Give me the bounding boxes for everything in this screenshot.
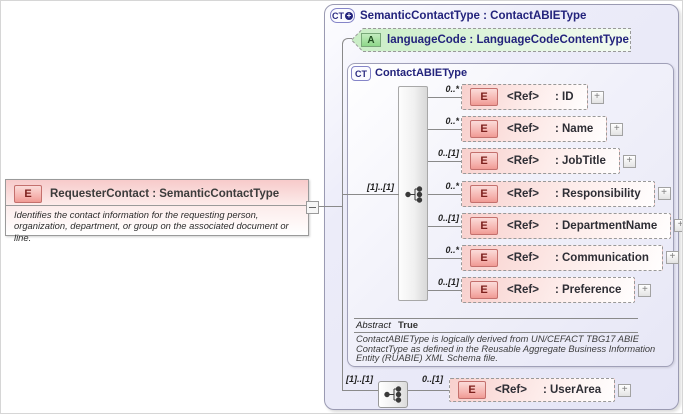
element-ref-box[interactable]: E <Ref> : Name — [461, 116, 608, 143]
element-name: : Name — [554, 123, 594, 136]
ref-text: <Ref> — [507, 91, 539, 103]
root-element-title: RequesterContact : SemanticContactType — [50, 188, 280, 200]
expand-button[interactable]: + — [618, 383, 632, 397]
sequence-compartment[interactable] — [398, 86, 428, 301]
plus-dot-icon: + — [345, 10, 353, 20]
sequence-cardinality-label: [1]..[1] — [367, 182, 394, 192]
ref-text: <Ref> — [507, 155, 539, 168]
panel-title: SemanticContactType : ContactABIEType — [360, 10, 587, 22]
cardinality-label: 0..[1] — [437, 148, 459, 159]
connector-root-to-panel — [318, 206, 343, 207]
divider — [354, 332, 638, 333]
element-row: 0..* E <Ref> : ID + — [428, 84, 682, 110]
element-row: 0..* E <Ref> : Communication + — [428, 244, 682, 271]
element-ref-box-user-area[interactable]: E <Ref> : UserArea — [449, 378, 616, 402]
element-name: : UserArea — [542, 384, 602, 396]
abstract-label: Abstract — [356, 320, 391, 331]
derivation-note: ContactABIEType is logically derived fro… — [356, 334, 656, 364]
expand-button[interactable]: + — [657, 187, 671, 201]
user-area-row: E <Ref> : UserArea + — [449, 378, 632, 402]
ref-text: <Ref> — [507, 123, 539, 136]
ref-text: <Ref> — [507, 251, 539, 264]
element-rows: 0..* E <Ref> : ID + 0..* E <Ref> : Name … — [428, 84, 682, 309]
expand-button[interactable]: + — [665, 251, 679, 265]
complex-type-icon: CT — [351, 66, 371, 81]
expand-button[interactable]: + — [674, 219, 682, 233]
connector-to-sequence — [343, 194, 399, 195]
connector-line — [428, 290, 461, 292]
root-element-annotation: Identifies the contact information for t… — [14, 209, 289, 243]
cardinality-label: 0..[1] — [437, 212, 459, 223]
element-row: 0..[1] E <Ref> : DepartmentName + — [428, 212, 682, 239]
connector-line — [428, 225, 461, 227]
sequence-icon — [405, 186, 423, 203]
element-name: : JobTitle — [554, 155, 606, 168]
requester-contact-box[interactable]: E RequesterContact : SemanticContactType… — [5, 179, 309, 243]
connector-curve-to-attribute — [342, 38, 352, 48]
element-name: : Preference — [554, 284, 622, 297]
element-icon: E — [470, 88, 498, 106]
attribute-language-code[interactable]: A languageCode : LanguageCodeContentType — [351, 28, 631, 52]
element-name: : ID — [554, 91, 574, 103]
sequence-icon — [384, 386, 402, 403]
element-icon: E — [458, 381, 486, 399]
connector-line — [428, 161, 461, 163]
element-icon: E — [470, 120, 498, 139]
connector-line — [428, 97, 461, 98]
element-name: : DepartmentName — [554, 219, 658, 232]
element-ref-box[interactable]: E <Ref> : Communication — [461, 244, 663, 271]
element-icon: E — [470, 248, 498, 267]
element-row: 0..* E <Ref> : Responsibility + — [428, 180, 682, 207]
element-icon: E — [470, 184, 498, 203]
expand-button[interactable]: + — [638, 283, 652, 297]
divider — [354, 318, 638, 319]
element-row: 0..[1] E <Ref> : Preference + — [428, 277, 682, 304]
ref-text: <Ref> — [507, 284, 539, 297]
element-icon: E — [14, 185, 42, 203]
divider — [6, 205, 308, 206]
element-icon: E — [470, 152, 498, 171]
element-ref-box[interactable]: E <Ref> : DepartmentName — [461, 212, 672, 239]
expand-button[interactable]: + — [610, 122, 624, 136]
connector-trunk — [342, 45, 343, 391]
ref-text: <Ref> — [495, 384, 527, 396]
cardinality-label: 0..[1] — [437, 277, 459, 288]
user-area-cardinality: 0..[1] — [421, 374, 443, 384]
element-ref-box[interactable]: E <Ref> : JobTitle — [461, 148, 620, 175]
element-row: 0..[1] E <Ref> : JobTitle + — [428, 148, 682, 175]
element-ref-box[interactable]: E <Ref> : ID — [461, 84, 588, 110]
abstract-value: True — [398, 320, 419, 331]
connector-to-user-area — [408, 390, 449, 391]
connector-line — [428, 129, 461, 131]
element-row: 0..* E <Ref> : Name + — [428, 116, 682, 143]
attribute-icon: A — [361, 33, 381, 47]
attribute-tag-shape — [351, 28, 631, 52]
expand-button[interactable]: + — [590, 90, 604, 104]
connector-to-bottom-sequence — [343, 390, 378, 391]
attribute-title: languageCode : LanguageCodeContentType — [387, 34, 629, 46]
ref-text: <Ref> — [507, 187, 539, 200]
cardinality-label: 0..* — [445, 84, 459, 94]
connector-line — [428, 257, 461, 259]
complex-type-plus-icon: CT + — [330, 8, 355, 23]
collapse-handle[interactable] — [306, 201, 319, 214]
element-icon: E — [470, 216, 498, 235]
expand-button[interactable]: + — [622, 154, 636, 168]
connector-line — [428, 193, 461, 195]
ref-text: <Ref> — [507, 219, 539, 232]
element-ref-box[interactable]: E <Ref> : Responsibility — [461, 180, 655, 207]
ct-icon-text: CT — [332, 10, 344, 21]
element-name: : Communication — [554, 251, 649, 264]
element-ref-box[interactable]: E <Ref> : Preference — [461, 277, 636, 304]
element-name: : Responsibility — [554, 187, 641, 200]
base-type-title: ContactABIEType — [375, 67, 468, 79]
cardinality-label: 0..* — [445, 244, 459, 255]
element-icon: E — [470, 281, 498, 300]
cardinality-label: 0..* — [445, 116, 459, 127]
cardinality-label: 0..* — [445, 180, 459, 191]
bottom-sequence-cardinality: [1]..[1] — [346, 374, 373, 384]
